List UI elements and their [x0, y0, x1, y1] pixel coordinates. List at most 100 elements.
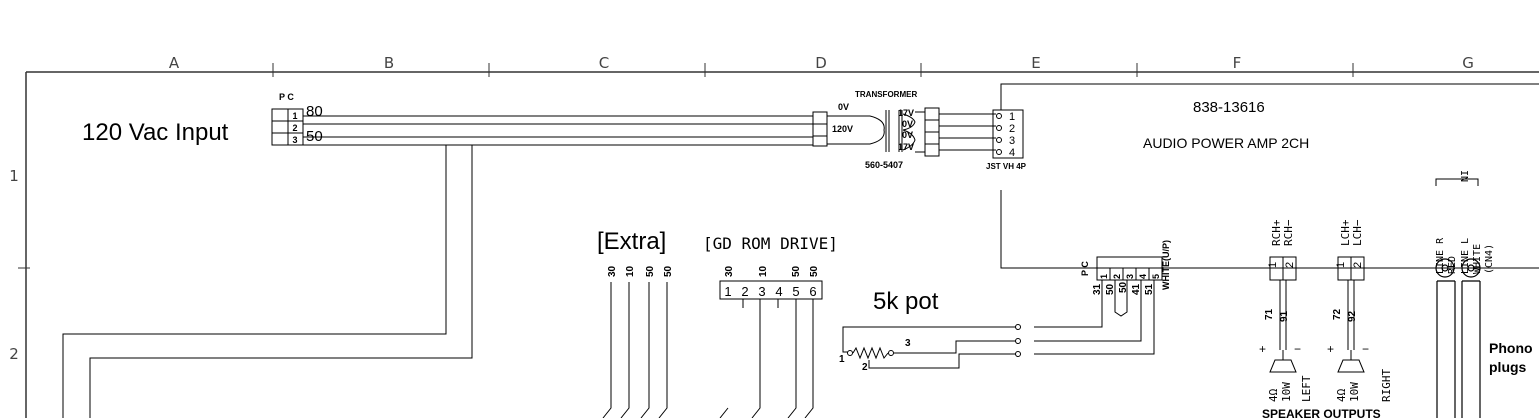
right-speaker-label: RIGHT [1380, 369, 1393, 402]
power-input-pin-3: 3 [292, 135, 297, 145]
extra-wire-4: 50 [663, 265, 674, 277]
lch-wire-92: 92 [1347, 310, 1358, 322]
right-speaker-minus: − [1362, 342, 1369, 356]
volume-wire-31: 31 [1092, 283, 1103, 295]
transformer-title: TRANSFORMER [855, 90, 917, 99]
gd-rom-pin-1: 1 [724, 284, 731, 299]
column-label-d: D [815, 54, 827, 72]
phono-label-line-1: Phono [1489, 340, 1533, 356]
extra-wire-1: 30 [607, 265, 618, 277]
volume-wire-50a: 50 [1105, 283, 1116, 295]
jst-connector [992, 109, 1024, 159]
gd-rom-pin-4: 4 [775, 284, 782, 299]
lch-minus-label: LCH− [1351, 219, 1364, 246]
rch-plus-label: RCH+ [1270, 219, 1283, 246]
column-label-a: A [169, 54, 180, 72]
gd-rom-wire-3: 50 [791, 265, 802, 277]
transformer-secondary-2: 0V [902, 119, 913, 129]
power-input-pc-label: P C [279, 92, 294, 102]
volume-wire-41: 41 [1131, 283, 1142, 295]
wire-label-80: 80 [306, 103, 323, 120]
gd-rom-pin-3: 3 [758, 284, 765, 299]
pot-symbol [842, 324, 1021, 369]
right-speaker-ohms: 4Ω [1335, 388, 1348, 402]
volume-pin-4: 4 [1138, 274, 1148, 279]
rch-wire-71: 71 [1264, 308, 1275, 320]
lch-pin-2: 2 [1352, 262, 1364, 268]
line-r-color: RED [1447, 256, 1458, 274]
transformer-secondary-4: 17V [898, 142, 914, 152]
drawing-frame [18, 63, 1539, 418]
volume-pin-2: 2 [1112, 274, 1122, 279]
power-input-connector [271, 108, 304, 146]
line-r-label: LINE R [1435, 237, 1446, 274]
lch-wire-72: 72 [1332, 308, 1343, 320]
power-wires [62, 115, 813, 418]
line-l-color: WHITE [1472, 244, 1483, 274]
column-label-e: E [1031, 54, 1040, 72]
extra-title: [Extra] [597, 228, 666, 255]
volume-wire-51: 51 [1144, 283, 1155, 295]
row-label-1: 1 [9, 167, 19, 185]
phono-label-line-2: plugs [1489, 359, 1527, 375]
transformer-secondary-3: 0V [902, 130, 913, 140]
right-speaker-plus: + [1327, 342, 1334, 356]
pot-pin-3: 3 [905, 338, 911, 349]
gd-rom-pin-5: 5 [792, 284, 799, 299]
column-label-c: C [599, 54, 609, 72]
rch-pin-1: 1 [1267, 262, 1279, 268]
column-label-b: B [384, 54, 394, 72]
extra-wire-2: 10 [625, 265, 636, 277]
volume-pin-1: 1 [1099, 274, 1109, 279]
power-input-title: 120 Vac Input [82, 119, 229, 146]
power-input-pin-2: 2 [292, 123, 297, 133]
gd-rom-pin-6: 6 [809, 284, 816, 299]
volume-note: WHITE(U/P) [1161, 240, 1171, 290]
rch-wire-91: 91 [1279, 310, 1290, 322]
gd-rom-title: [GD ROM DRIVE] [703, 234, 838, 253]
gd-rom-wire-2: 10 [758, 265, 769, 277]
amp-title: AUDIO POWER AMP 2CH [1143, 135, 1309, 151]
volume-connector [1034, 256, 1163, 355]
column-label-g: G [1462, 54, 1474, 72]
volume-pin-3: 3 [1125, 274, 1135, 279]
gd-rom-wire-4: 50 [809, 265, 820, 277]
transformer-part-number: 560-5407 [865, 160, 903, 170]
speaker-outputs-caption: SPEAKER OUTPUTS [1262, 407, 1381, 418]
volume-pin-5: 5 [1151, 274, 1161, 279]
left-speaker-watts: 10W [1280, 382, 1293, 402]
line-in-group-label: IN [1458, 170, 1469, 182]
left-speaker-minus: − [1294, 342, 1301, 356]
volume-wire-50b: 50 [1118, 281, 1129, 293]
jst-pin-4: 4 [1009, 147, 1015, 159]
pot-pin-1: 1 [839, 354, 845, 365]
jst-label: JST VH 4P [986, 162, 1027, 171]
line-in-jacks [1435, 258, 1481, 418]
volume-pc-label: P C [1080, 261, 1090, 276]
left-speaker-plus: + [1259, 342, 1266, 356]
pot-title: 5k pot [873, 288, 939, 315]
rch-connector [1269, 256, 1297, 373]
jst-pin-2: 2 [1009, 123, 1015, 135]
rch-pin-2: 2 [1284, 262, 1296, 268]
power-input-pin-1: 1 [292, 111, 297, 121]
extra-wire-3: 50 [645, 265, 656, 277]
left-speaker-ohms: 4Ω [1267, 388, 1280, 402]
transformer-primary-0v: 0V [838, 102, 849, 112]
rch-minus-label: RCH− [1282, 219, 1295, 246]
transformer-secondary-1: 17V [898, 108, 914, 118]
lch-connector [1337, 256, 1365, 373]
line-l-label: LINE L [1460, 238, 1471, 274]
transformer-symbol [812, 107, 996, 157]
jst-pin-3: 3 [1009, 135, 1015, 147]
pot-pin-2: 2 [862, 362, 868, 373]
gd-rom-connector [719, 280, 823, 418]
gd-rom-wire-1: 30 [724, 265, 735, 277]
row-label-2: 2 [9, 345, 19, 363]
lch-pin-1: 1 [1335, 262, 1347, 268]
column-label-f: F [1233, 54, 1242, 72]
extra-wires [602, 282, 668, 418]
line-in-connector-id: (CN4) [1484, 244, 1495, 274]
left-speaker-label: LEFT [1300, 375, 1313, 402]
